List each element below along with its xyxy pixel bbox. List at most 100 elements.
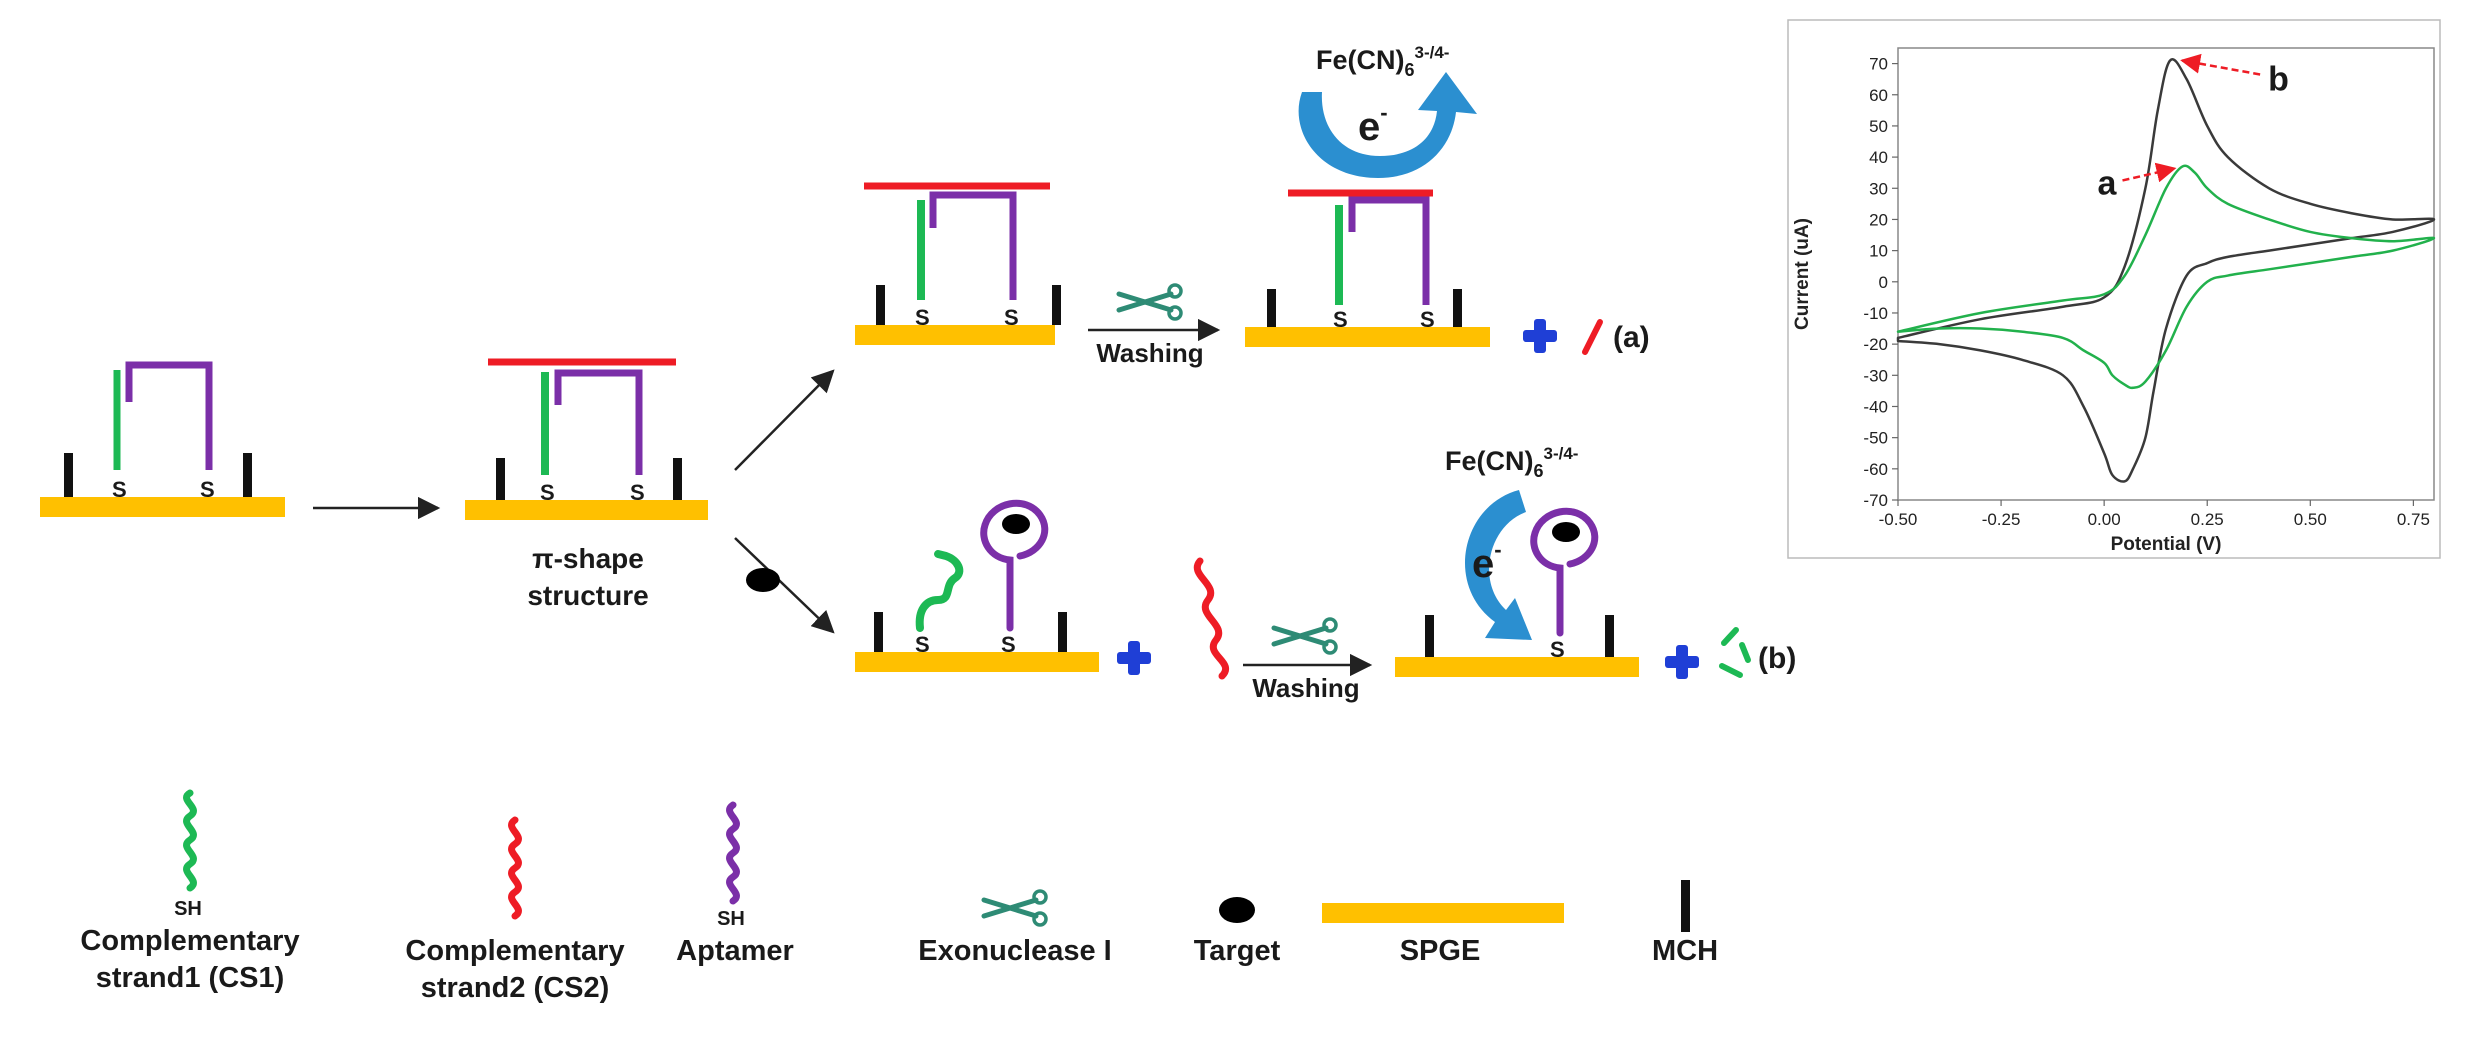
legend-tag: SH (174, 898, 202, 920)
y-tick-label: -30 (1863, 366, 1888, 385)
electron-label: e- (1358, 100, 1388, 149)
spge-electrode (1395, 657, 1639, 677)
mch-bar (1425, 615, 1434, 657)
thiol-s-label: S (915, 632, 930, 657)
legend-label: SPGE (1400, 935, 1481, 967)
exonuclease-step-a: Washing (1088, 285, 1221, 368)
mch-bar (243, 453, 252, 497)
released-cs1-fragment (1739, 642, 1751, 663)
cs2-legend-icon (508, 816, 522, 920)
pi-shape-label: π-shape (532, 543, 644, 574)
y-tick-label: 50 (1869, 117, 1888, 136)
legend-item-cs2: Complementary strand2 (CS2) (405, 816, 625, 1004)
legend-label: strand2 (CS2) (421, 972, 610, 1004)
aptamer-strand (980, 499, 1049, 632)
cs1-strand (915, 550, 964, 632)
thiol-s-label: S (1550, 637, 1565, 662)
electron-transfer-arrow-icon (1298, 72, 1477, 178)
washing-label: Washing (1252, 673, 1359, 703)
y-tick-label: 20 (1869, 210, 1888, 229)
target-molecule (1552, 522, 1580, 542)
arrow-branch-a (734, 369, 835, 471)
spge-legend-icon (1322, 903, 1564, 923)
aptamer-legend-icon (726, 801, 740, 905)
branch-b-after: S (1395, 507, 1639, 677)
mch-bar (1453, 289, 1462, 327)
stage-initial-electrode: S S (40, 361, 285, 517)
released-cs2-fragment (1582, 319, 1603, 355)
exonuclease-scissors-icon (1119, 285, 1181, 319)
redox-probe-label: Fe(CN)63-/4- (1316, 43, 1449, 80)
legend-tag: SH (717, 908, 745, 930)
result-a: (a) (1523, 319, 1650, 355)
mch-bar (1605, 615, 1614, 657)
legend-item-spge: SPGE (1322, 903, 1564, 967)
electron-transfer-arrow-icon (1464, 490, 1532, 640)
legend-item-mch: MCH (1652, 880, 1718, 967)
annotation-arrow (2180, 53, 2261, 76)
legend-label: Complementary (405, 935, 624, 967)
aptamer-strand (554, 369, 643, 475)
legend: SH Complementary strand1 (CS1) Complemen… (80, 789, 1718, 1004)
x-tick-label: -0.25 (1982, 510, 2021, 529)
electron-label: e- (1472, 537, 1502, 586)
series-line-1 (1896, 164, 2436, 390)
thiol-s-label: S (540, 480, 555, 505)
branch-a-after: S S (1245, 189, 1490, 347)
y-tick-label: 0 (1879, 273, 1888, 292)
thiol-s-label: S (1420, 307, 1435, 332)
y-tick-label: -60 (1863, 460, 1888, 479)
exonuclease-scissors-icon (1274, 619, 1336, 653)
thiol-s-label: S (112, 477, 127, 502)
legend-label: strand1 (CS1) (96, 962, 285, 994)
released-cs1-fragment (1721, 627, 1739, 646)
mch-bar (64, 453, 73, 497)
x-tick-label: -0.50 (1879, 510, 1918, 529)
redox-probe-a: Fe(CN)63-/4- e- (1298, 43, 1477, 178)
mch-bar (874, 612, 883, 652)
thiol-s-label: S (630, 480, 645, 505)
x-tick-label: 0.25 (2191, 510, 2224, 529)
y-tick-label: -10 (1863, 304, 1888, 323)
series-group (1896, 58, 2436, 483)
released-cs1-fragment (1719, 663, 1743, 678)
annotation-arrow (2122, 162, 2177, 183)
legend-label: Exonuclease I (918, 935, 1111, 967)
y-tick-label: 30 (1869, 179, 1888, 198)
stage-pi-shape: S S π-shape structure (465, 358, 708, 611)
spge-electrode (855, 325, 1055, 345)
legend-label: Aptamer (676, 935, 794, 967)
released-cs2-strand (1194, 557, 1229, 680)
y-tick-label: -50 (1863, 429, 1888, 448)
mch-bar (1052, 285, 1061, 325)
y-tick-label: -70 (1863, 491, 1888, 510)
annotations: ab (2097, 53, 2289, 202)
x-tick-label: 0.75 (2397, 510, 2430, 529)
annotation-label: b (2268, 60, 2289, 98)
target-molecule (1002, 514, 1030, 534)
spge-electrode (1245, 327, 1490, 347)
plus-icon (1117, 641, 1151, 675)
legend-item-cs1: SH Complementary strand1 (CS1) (80, 789, 300, 994)
thiol-s-label: S (1333, 307, 1348, 332)
pi-shape-label: structure (527, 580, 648, 611)
aptamer-strand (1348, 196, 1430, 305)
y-tick-label: -20 (1863, 335, 1888, 354)
result-a-label: (a) (1613, 321, 1650, 354)
plus-icon (1665, 645, 1699, 679)
mch-bar (876, 285, 885, 325)
arrow-branch-b (734, 537, 835, 634)
x-tick-label: 0.50 (2294, 510, 2327, 529)
spge-electrode (465, 500, 708, 520)
spge-electrode (40, 497, 285, 517)
washing-label: Washing (1096, 338, 1203, 368)
legend-label: MCH (1652, 935, 1718, 967)
aptamer-strand (1530, 507, 1599, 637)
plus-icon (1523, 319, 1557, 353)
y-tick-label: 40 (1869, 148, 1888, 167)
result-b-label: (b) (1758, 642, 1796, 675)
aptamer-strand (125, 361, 213, 470)
